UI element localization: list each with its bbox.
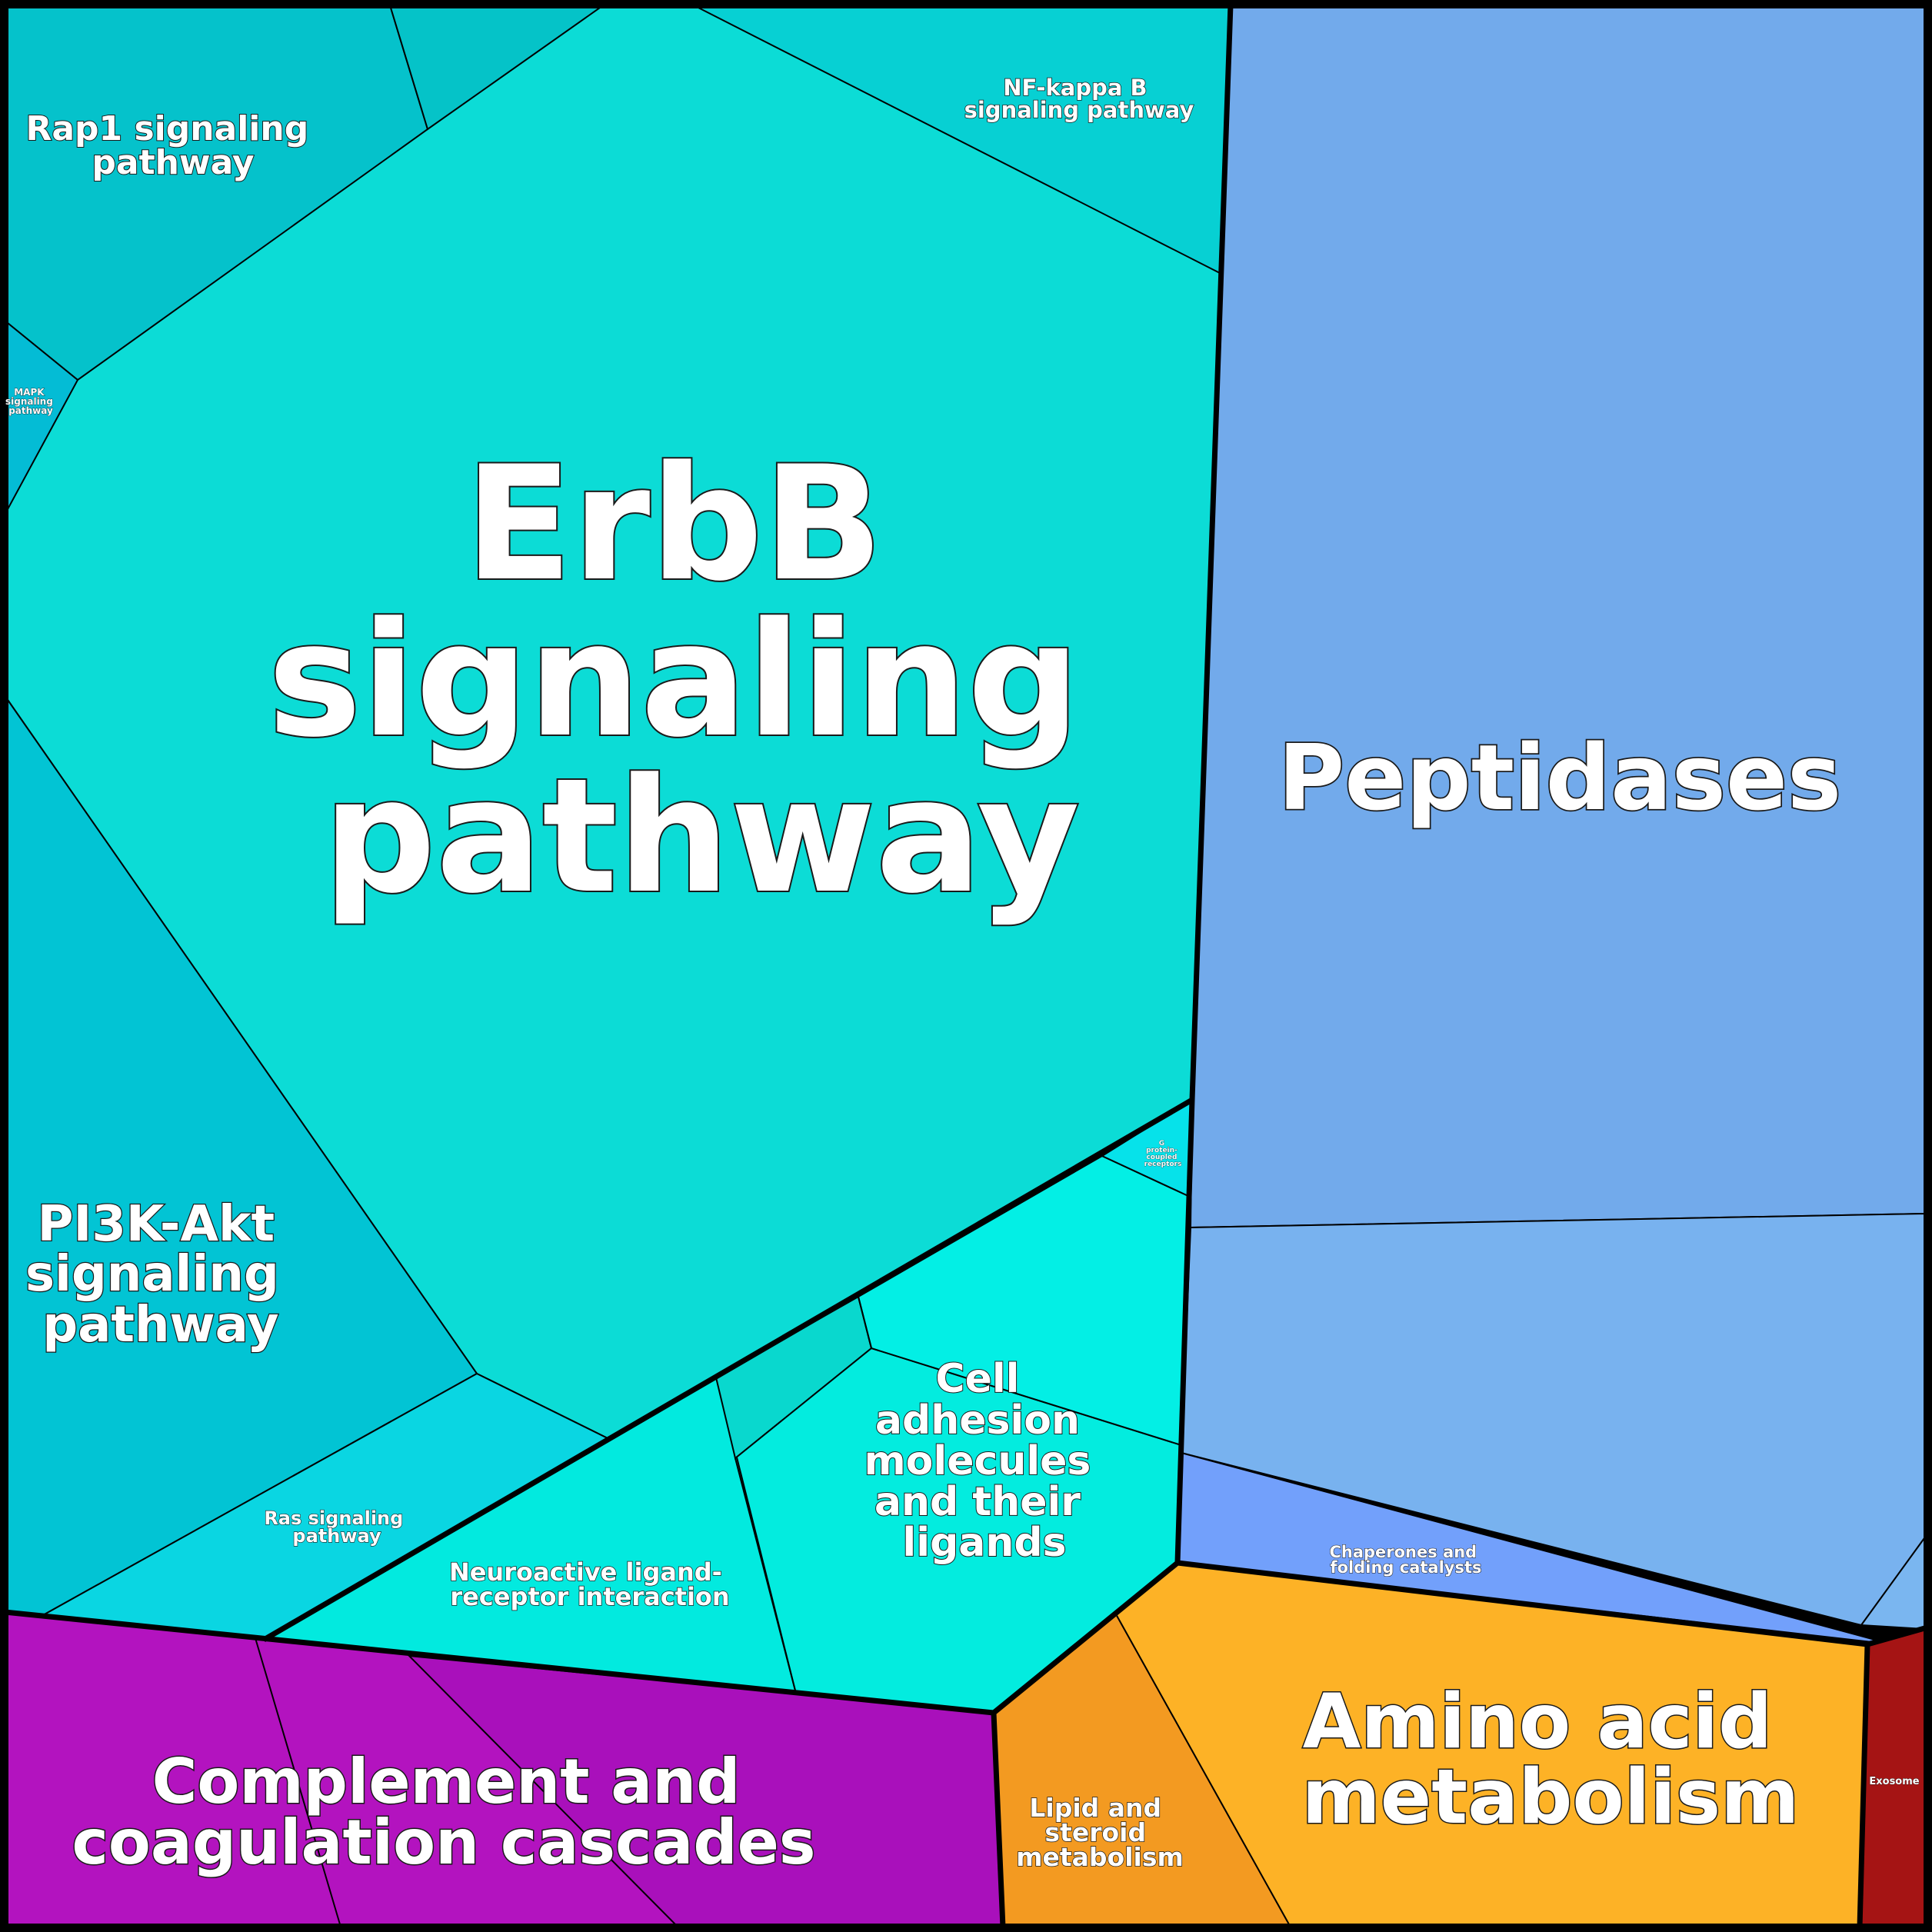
lipid-label-line-3: metabolism	[1016, 1842, 1184, 1872]
ras-label-line-2: pathway	[292, 1525, 381, 1547]
peptidases-cell[interactable]	[1189, 7, 1925, 1229]
labels: ErbB signaling pathway Rap1 signaling pa…	[5, 74, 1920, 1879]
cell-adhesion-label-line-4: and their	[874, 1479, 1081, 1525]
complement-label-line-1: Complement and	[152, 1746, 741, 1817]
pi3k-label-line-3: pathway	[42, 1297, 278, 1354]
chaperones-label-line-1: Chaperones and	[1329, 1543, 1477, 1561]
g-protein-label-line-3: coupled	[1146, 1154, 1177, 1161]
mapk-label-line-2: signaling	[5, 396, 53, 407]
lipid-label: Lipid and steroid metabolism	[1016, 1793, 1184, 1872]
cell-adhesion-label-line-2: adhesion	[875, 1397, 1080, 1444]
erbb-label: ErbB signaling pathway	[268, 433, 1135, 928]
mapk-cell[interactable]	[7, 321, 79, 510]
rap1-label: Rap1 signaling pathway	[25, 109, 320, 182]
mapk-label: MAPK signaling pathway	[5, 387, 56, 416]
cell-adhesion-label-line-5: ligands	[902, 1520, 1066, 1566]
blue-sliver-cell[interactable]	[1860, 1535, 1925, 1631]
g-protein-label-line-1: G	[1159, 1140, 1164, 1148]
nfkappa-label-line-2: signaling pathway	[964, 97, 1194, 123]
erbb-label-line-2: signaling	[268, 589, 1081, 772]
rap1-cell[interactable]	[7, 7, 429, 381]
cell-adhesion-label-line-3: molecules	[864, 1438, 1091, 1484]
chaperones-label-line-2: folding catalysts	[1330, 1558, 1481, 1577]
ras-label-line-1: Ras signaling	[264, 1507, 403, 1529]
rap1-upper-cell[interactable]	[389, 7, 603, 131]
pi3k-label-line-2: signaling	[25, 1246, 279, 1303]
nfkappa-label-line-1: NF-kappa B	[1003, 75, 1147, 101]
neuroactive-label-line-2: receptor interaction	[450, 1582, 729, 1611]
nfkappa-label: NF-kappa B signaling pathway	[964, 75, 1194, 123]
exosome-label-line-1: Exosome	[1869, 1776, 1919, 1787]
exosome-label: Exosome	[1869, 1776, 1919, 1787]
mapk-label-line-3: pathway	[8, 405, 53, 416]
peptidases-label-line-1: Peptidases	[1278, 724, 1841, 831]
amino-label-line-2: metabolism	[1302, 1754, 1800, 1841]
lipid-label-line-2: steroid	[1044, 1817, 1146, 1847]
g-protein-label-line-4: receptors	[1144, 1161, 1182, 1168]
pi3k-label: PI3K-Akt signaling pathway	[25, 1196, 296, 1354]
pi3k-label-line-1: PI3K-Akt	[38, 1196, 275, 1253]
peptidases-label: Peptidases	[1278, 724, 1841, 831]
g-protein-label-line-2: protein-	[1146, 1147, 1178, 1154]
complement-label-line-2: coagulation cascades	[72, 1807, 816, 1878]
erbb-label-line-1: ErbB	[465, 433, 883, 616]
cell-adhesion-label-line-1: Cell	[935, 1356, 1019, 1402]
neuroactive-label-line-1: Neuroactive ligand-	[449, 1557, 722, 1587]
complement-label: Complement and coagulation cascades	[72, 1746, 816, 1878]
rap1-label-line-2: pathway	[92, 143, 254, 182]
rap1-label-line-1: Rap1 signaling	[25, 109, 308, 148]
g-protein-label: G protein- coupled receptors	[1144, 1140, 1182, 1168]
erbb-label-line-3: pathway	[323, 745, 1080, 928]
amino-label-line-1: Amino acid	[1303, 1678, 1773, 1766]
neuroactive-label: Neuroactive ligand- receptor interaction	[449, 1557, 731, 1611]
cell-adhesion-label: Cell adhesion molecules and their ligand…	[864, 1356, 1105, 1566]
ras-label: Ras signaling pathway	[264, 1507, 409, 1547]
cells	[7, 7, 1925, 1925]
inner-dividers	[255, 1296, 872, 1925]
lipid-label-line-1: Lipid and	[1029, 1793, 1161, 1823]
mapk-label-line-1: MAPK	[14, 387, 45, 398]
amino-label: Amino acid metabolism	[1302, 1678, 1800, 1841]
chaperones-label: Chaperones and folding catalysts	[1329, 1543, 1482, 1577]
